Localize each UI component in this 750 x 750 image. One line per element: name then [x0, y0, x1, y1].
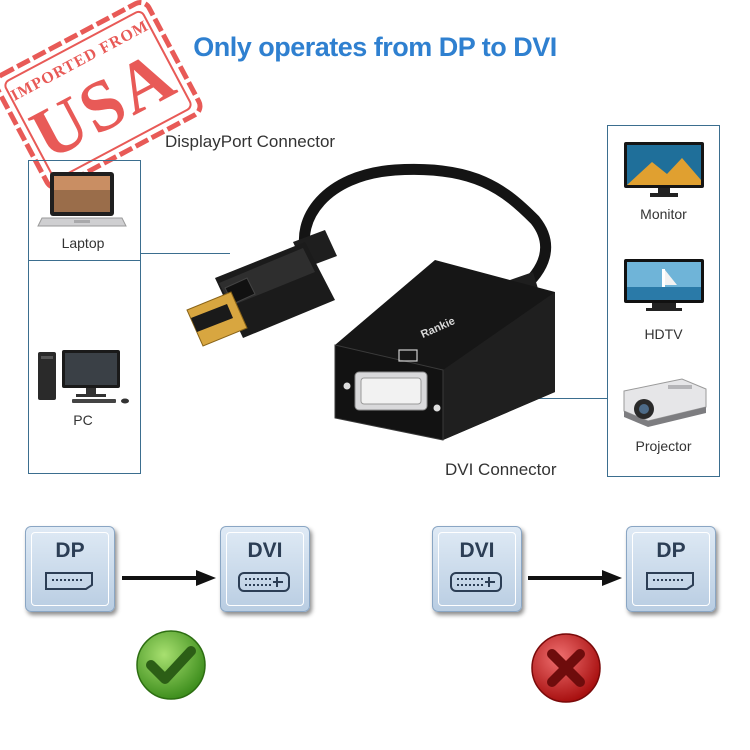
dvi-port-icon [450, 572, 502, 592]
dvi-label: DVI [247, 539, 283, 562]
connector-line-right [512, 398, 608, 399]
displayport-port-icon [45, 572, 93, 590]
arrow-right-icon [122, 570, 216, 586]
device-label-laptop: Laptop [61, 235, 105, 251]
dp-source-card: DP [25, 526, 115, 612]
headline: Only operates from DP to DVI [193, 32, 557, 62]
dvi-label: DVI [459, 539, 495, 562]
dvi-source-card: DVI [432, 526, 522, 612]
connector-line-left [140, 253, 230, 254]
device-label-pc: PC [73, 412, 93, 428]
source-devices-panel [28, 160, 141, 474]
laptop-icon [37, 172, 127, 227]
device-label-hdtv: HDTV [644, 326, 683, 342]
monitor-icon [624, 142, 704, 197]
check-icon [136, 630, 206, 700]
tv-icon [624, 259, 704, 311]
displayport-connector-label: DisplayPort Connector [165, 132, 336, 151]
adapter-cable-image [186, 163, 555, 441]
dvi-target-card: DVI [220, 526, 310, 612]
arrow-right-icon [528, 570, 622, 586]
device-label-projector: Projector [635, 438, 692, 454]
projector-icon [623, 378, 707, 427]
dp-label: DP [656, 539, 686, 562]
panel-divider [28, 260, 141, 261]
dp-target-card: DP [626, 526, 716, 612]
device-label-monitor: Monitor [640, 206, 687, 222]
desktop-pc-icon [38, 350, 129, 404]
displayport-port-icon [646, 572, 694, 590]
imported-stamp: IMPORTED FROM USA [0, 0, 226, 217]
stamp-badge-icon [0, 0, 203, 190]
dp-label: DP [55, 539, 85, 562]
target-devices-panel [607, 125, 720, 477]
cross-icon [531, 633, 601, 703]
dvi-port-icon [238, 572, 290, 592]
dvi-connector-label: DVI Connector [445, 460, 557, 479]
